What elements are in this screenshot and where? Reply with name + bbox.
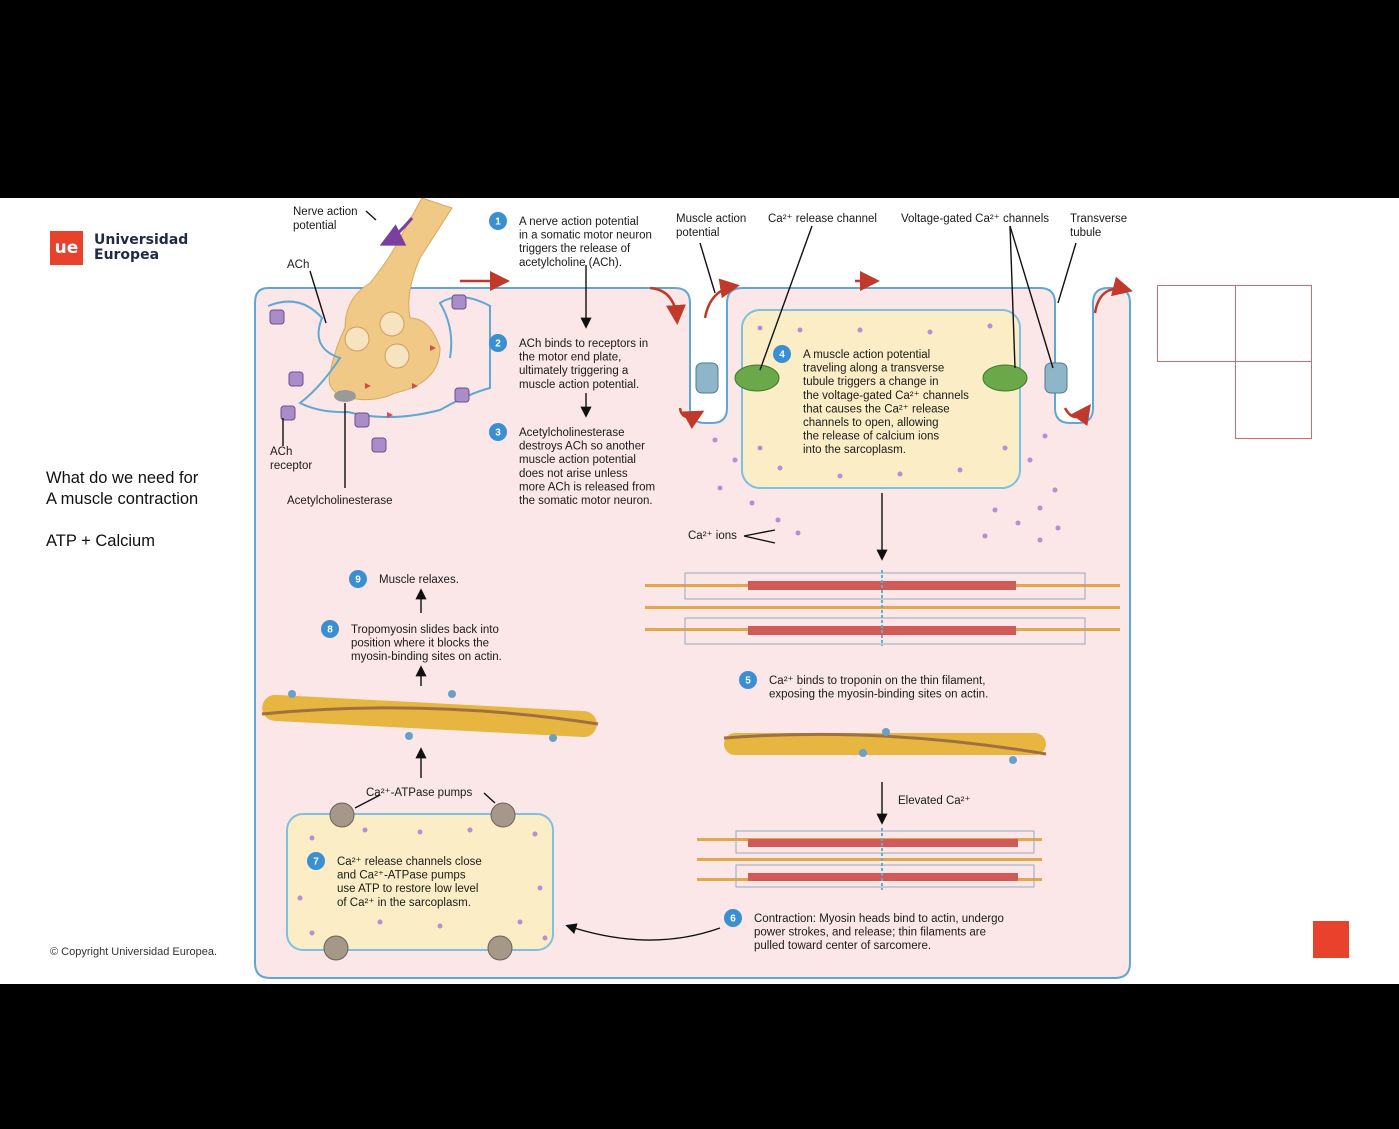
step-1-number: 1 — [495, 217, 501, 228]
step-3-number: 3 — [495, 428, 501, 439]
ach-receptors — [269, 294, 470, 453]
step-3-line: destroys ACh so another — [519, 441, 645, 453]
step-2-line: muscle action potential. — [519, 379, 639, 391]
step-6-number: 6 — [730, 914, 736, 925]
step-2-badge — [489, 334, 507, 352]
copyright-text: © Copyright Universidad Europea. — [50, 946, 218, 958]
step-2-number: 2 — [495, 339, 501, 350]
step-8-number: 8 — [327, 625, 333, 636]
ca-release-channel-right — [982, 364, 1028, 392]
step-8-line: myosin-binding sites on actin. — [351, 651, 502, 663]
step-6-line: Contraction: Myosin heads bind to actin,… — [754, 913, 1004, 925]
answer-text: ATP + Calcium — [46, 532, 155, 550]
step-8-badge — [321, 620, 339, 638]
step-4-line: into the sarcoplasm. — [803, 444, 906, 456]
step-7-line: use ATP to restore low level — [337, 883, 478, 895]
voltage-gated-channel-right — [1044, 362, 1068, 394]
step-9-badge — [349, 570, 367, 588]
transverse-label-2: tubule — [1070, 227, 1101, 239]
sarcoplasmic-reticulum-relaxed — [286, 813, 554, 951]
step-4-line: the voltage-gated Ca²⁺ channels — [803, 390, 969, 402]
ca-release-channel-left — [734, 364, 780, 392]
step-1-line: in a somatic motor neuron — [519, 230, 652, 242]
thin-filament-exposed — [723, 728, 1047, 764]
step-4-line: the release of calcium ions — [803, 431, 939, 443]
step-7-number: 7 — [313, 857, 319, 868]
step-8-line: position where it blocks the — [351, 638, 489, 650]
grid-cell-3 — [1235, 361, 1312, 439]
calcium-ions — [297, 323, 1061, 941]
step-6-line: power strokes, and release; thin filamen… — [754, 927, 986, 939]
muscle-contraction-diagram: Nerve action potential ACh ACh receptor … — [254, 198, 1133, 979]
step-3-badge — [489, 423, 507, 441]
logo-text: Universidad Europea — [94, 233, 188, 263]
step-8-line: Tropomyosin slides back into — [351, 624, 499, 636]
step-2-line: ultimately triggering a — [519, 365, 629, 377]
step-5-number: 5 — [745, 676, 751, 687]
acetylcholinesterase-label: Acetylcholinesterase — [287, 495, 392, 507]
step-4-line: that causes the Ca²⁺ release — [803, 403, 950, 415]
pumps-label: Ca²⁺-ATPase pumps — [366, 787, 472, 799]
step-3-line: does not arise unless — [519, 468, 628, 480]
step-9-line: Muscle relaxes. — [379, 574, 459, 586]
step-3-line: Acetylcholinesterase — [519, 427, 624, 439]
logo-line2: Europea — [94, 247, 160, 263]
step-1-line: triggers the release of — [519, 243, 631, 255]
step-4-line: tubule triggers a change in — [803, 376, 939, 388]
step-3-line: more ACh is released from — [519, 481, 655, 493]
ca-atpase-pump-4 — [487, 935, 513, 961]
sarcomere-contracted — [697, 828, 1042, 890]
question-line1: What do we need for — [46, 469, 199, 487]
nerve-label-2: potential — [293, 220, 336, 232]
sarcoplasmic-reticulum — [741, 309, 1021, 489]
acetylcholinesterase-enzyme — [334, 390, 356, 402]
ca-ions-label: Ca²⁺ ions — [688, 530, 737, 542]
step-1-line: acetylcholine (ACh). — [519, 257, 622, 269]
step-3-line: muscle action potential — [519, 454, 636, 466]
step-7-line: Ca²⁺ release channels close — [337, 856, 482, 868]
ca-atpase-pump-3 — [323, 935, 349, 961]
voltage-gated-channel-left — [695, 362, 719, 394]
ue-logo-icon: ue — [50, 231, 83, 265]
step-4-line: traveling along a transverse — [803, 363, 944, 375]
step-7-line: and Ca²⁺-ATPase pumps — [337, 870, 466, 882]
step-3-line: the somatic motor neuron. — [519, 495, 653, 507]
step-5-line: Ca²⁺ binds to troponin on the thin filam… — [769, 675, 985, 687]
step-4-badge — [773, 345, 791, 363]
step-6-line: pulled toward center of sarcomere. — [754, 940, 931, 952]
ach-label: ACh — [287, 259, 309, 271]
ach-receptor-label-2: receptor — [270, 460, 312, 472]
step-captions: 1 A nerve action potential in a somatic mo… — [307, 212, 1004, 952]
accent-square — [1313, 921, 1349, 958]
step-9-number: 9 — [355, 575, 361, 586]
ca-atpase-pump-1 — [329, 802, 355, 828]
step-1-line: A nerve action potential — [519, 216, 639, 228]
elevated-ca-label: Elevated Ca²⁺ — [898, 795, 971, 807]
step-5-badge — [739, 671, 757, 689]
ach-receptor-label-1: ACh — [270, 446, 292, 458]
ca-release-channel-label: Ca²⁺ release channel — [768, 213, 877, 225]
nerve-label-1: Nerve action — [293, 206, 358, 218]
slide: ue Universidad Europea What do we need f… — [0, 198, 1399, 984]
question-line2: A muscle contraction — [46, 490, 199, 508]
step-2-line: ACh binds to receptors in — [519, 338, 648, 350]
thin-filament-blocked — [261, 690, 599, 742]
sarcomere-relaxed — [645, 570, 1120, 646]
muscle-ap-label-2: potential — [676, 227, 719, 239]
muscle-ap-label-1: Muscle action — [676, 213, 746, 225]
step-4-line: channels to open, allowing — [803, 417, 939, 429]
step-7-line: of Ca²⁺ in the sarcoplasm. — [337, 897, 471, 909]
ca-atpase-pump-2 — [490, 802, 516, 828]
logo-line1: Universidad — [94, 232, 189, 248]
step-1-badge — [489, 212, 507, 230]
transverse-label-1: Transverse — [1070, 213, 1127, 225]
step-4-number: 4 — [779, 350, 785, 361]
step-5-line: exposing the myosin-binding sites on act… — [769, 689, 988, 701]
step-7-badge — [307, 852, 325, 870]
step-6-badge — [724, 909, 742, 927]
voltage-gated-label: Voltage-gated Ca²⁺ channels — [901, 213, 1049, 225]
step-4-line: A muscle action potential — [803, 349, 930, 361]
step-2-line: the motor end plate, — [519, 352, 621, 364]
